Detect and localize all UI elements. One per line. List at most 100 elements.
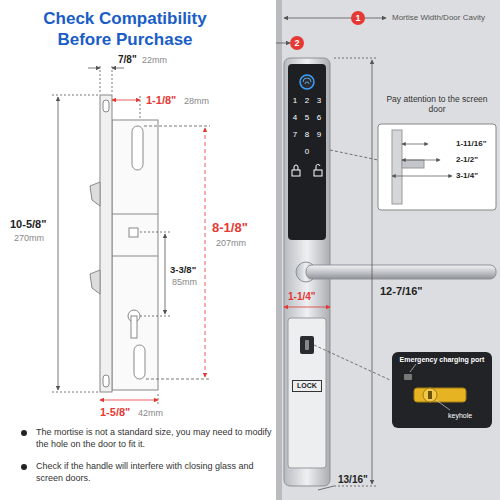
mortise-dimensions-part	[146, 379, 210, 380]
mortise-body-part	[90, 270, 100, 294]
smart-lock-part-part	[294, 165, 298, 170]
smart-lock-part-part	[292, 170, 300, 176]
dimension-inch: 1-5/8"	[100, 406, 130, 418]
lock-dimensions-part	[372, 60, 373, 484]
dimension-caption: Mortise Width/Door Cavity	[392, 13, 485, 22]
mortise-body-part	[112, 120, 158, 390]
mortise-dimensions-part	[140, 232, 170, 233]
keypad-digit: 2	[301, 96, 313, 106]
dimension-inch: 12-7/16"	[380, 285, 423, 297]
dimension-mm: 42mm	[138, 408, 163, 418]
screen-door-inset-part	[392, 144, 452, 176]
mortise-body	[90, 95, 158, 392]
lock-dimensions-part	[334, 486, 378, 487]
keypad-digit: 4	[289, 113, 301, 123]
lock-dimensions-part	[284, 18, 386, 19]
node-text: keyhole	[448, 412, 472, 419]
dimension-inch: 10-5/8"	[10, 218, 46, 230]
smart-lock-part	[303, 78, 311, 84]
node-text: Pay attention to the screen door	[382, 94, 492, 114]
door-background-part	[276, 0, 500, 500]
mortise-dimensions-part	[58, 97, 59, 390]
mortise-body-part	[103, 375, 109, 387]
dimension-mm: 28mm	[184, 96, 209, 106]
mortise-dimensions-part	[158, 394, 159, 404]
mortise-dimensions-part	[112, 68, 124, 69]
node-text: 2-1/2"	[456, 155, 478, 164]
mortise-body-part	[134, 345, 145, 379]
screen-door-inset: Pay attention to the screen door 1-11/16"…	[376, 92, 498, 210]
keyhole-inset	[392, 352, 492, 428]
keypad-digit: 3	[313, 96, 325, 106]
mortise-dimensions-part	[52, 95, 98, 96]
dimension-inch: 1-1/8"	[146, 94, 176, 106]
keyhole-inset: Emergency charging port keyhole	[392, 352, 492, 428]
mortise-dimensions-part	[100, 66, 101, 94]
node-text: Emergency charging port	[392, 356, 492, 363]
dimension-inch: 7/8"	[118, 54, 137, 65]
mortise-body-part	[112, 256, 158, 257]
title: Check Compatibility Before Purchase	[30, 8, 220, 50]
smart-lock-part	[292, 164, 322, 176]
mortise-dimensions-part	[112, 100, 140, 101]
node-text: 1	[351, 11, 365, 25]
keyhole-inset-part	[428, 391, 432, 399]
dimension-mm: 22mm	[142, 55, 167, 65]
keyhole-inset-part	[404, 374, 412, 380]
mortise-dimensions-part	[140, 316, 170, 317]
smart-lock	[284, 58, 496, 486]
smart-lock-part-part	[314, 170, 322, 176]
bullet-dot	[21, 430, 27, 470]
lock-dimensions	[276, 18, 390, 490]
dimension-inch: 1-1/4"	[288, 291, 316, 302]
lock-dimensions-part	[276, 43, 290, 44]
screen-door-inset-part-part	[392, 176, 452, 177]
mortise-dimensions-part	[140, 96, 141, 118]
node-text: LOCK	[292, 380, 322, 392]
keyhole-inset-part	[414, 388, 466, 402]
mortise-dimensions-part	[165, 234, 166, 314]
bullet-dot-part	[21, 464, 27, 470]
node-text: 2	[290, 36, 304, 50]
keypad-digit: 7	[289, 130, 301, 140]
mortise-body-part	[129, 228, 138, 237]
mortise-body-part	[132, 126, 143, 170]
lock-dimensions-part	[330, 150, 378, 160]
node-text: 1-11/16"	[456, 139, 486, 148]
smart-lock-part	[305, 340, 309, 350]
keyhole-inset-part	[392, 352, 492, 428]
lock-dimensions-part	[314, 345, 390, 380]
smart-lock-part	[306, 265, 496, 279]
keypad-digit: 8	[301, 130, 313, 140]
bullet-dot-part	[21, 430, 27, 436]
dimension-mm: 85mm	[172, 277, 197, 287]
mortise-body-part	[112, 214, 158, 215]
note-text: Check if the handle will interfere with …	[36, 461, 272, 484]
smart-lock-part	[288, 318, 326, 468]
keyhole-inset-part	[410, 364, 416, 372]
dimension-inch: 13/16"	[338, 474, 368, 485]
callout-number: 2	[290, 36, 304, 50]
mortise-body-part	[100, 95, 112, 392]
keypad-digit: 6	[313, 113, 325, 123]
keypad-digit: 5	[301, 113, 313, 123]
screen-door-inset-part	[392, 130, 402, 204]
screen-door-inset	[378, 124, 496, 210]
mortise-dimensions	[52, 66, 210, 404]
keypad-digit: 0	[301, 147, 313, 157]
keyhole-inset-part	[436, 400, 450, 410]
mortise-body-part	[131, 316, 137, 338]
mortise-dimensions-part	[144, 126, 210, 127]
screen-door-inset-part-part	[402, 160, 440, 161]
mortise-body-part	[90, 182, 100, 206]
keypad-digit: 9	[313, 130, 325, 140]
keyhole-inset-part	[423, 388, 437, 402]
mortise-dimensions-part	[112, 66, 113, 94]
node-text: 3-1/4"	[456, 171, 478, 180]
lock-dimensions-part	[284, 307, 330, 308]
lock-dimensions-part	[334, 58, 378, 59]
smart-lock-part	[300, 75, 314, 89]
dimension-mm: 207mm	[216, 238, 246, 248]
dimension-inch: 8-1/8"	[212, 220, 248, 235]
mortise-dimensions-part	[205, 128, 206, 377]
